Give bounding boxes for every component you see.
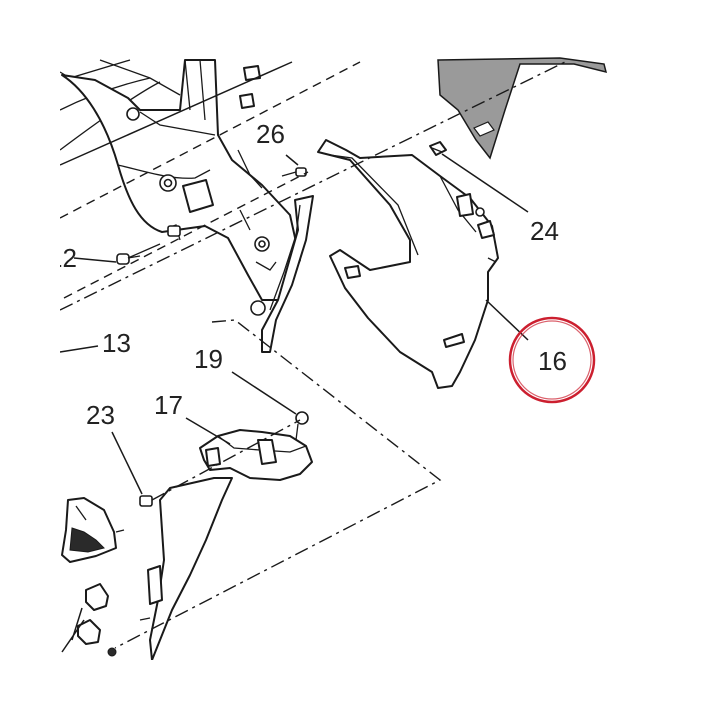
rubber-pad: [77, 583, 117, 657]
clip-part-23: [139, 495, 153, 507]
callout-19: 19: [194, 344, 223, 374]
callout-23: 23: [86, 400, 115, 430]
screw-part-26: [281, 167, 307, 177]
screw-part-12: [116, 253, 141, 265]
grille-insert: [61, 497, 125, 563]
screw-part-19: [295, 411, 309, 441]
bottom-crop-mask: [0, 660, 720, 720]
highlight-ring: [508, 316, 596, 404]
upper-fairing-frame: [59, 59, 301, 316]
locating-pin: [167, 225, 181, 237]
leader-lines: [59, 61, 529, 653]
upper-right-shaded-panel: [437, 57, 608, 160]
side-trim-bracket: [261, 195, 314, 353]
left-crop-mask: [0, 0, 60, 720]
callout-16: 16: [538, 346, 567, 376]
bracket-part-17: [199, 429, 313, 481]
callout-17: 17: [154, 390, 183, 420]
top-clip: [239, 65, 261, 109]
callout-26: 26: [256, 119, 285, 149]
lower-panel: [139, 477, 233, 661]
side-panel-part-16: [317, 139, 499, 389]
callout-24: 24: [530, 216, 559, 246]
clip-part-24: [429, 141, 447, 156]
callout-13: 13: [102, 328, 131, 358]
assembly-lines: [59, 61, 566, 649]
